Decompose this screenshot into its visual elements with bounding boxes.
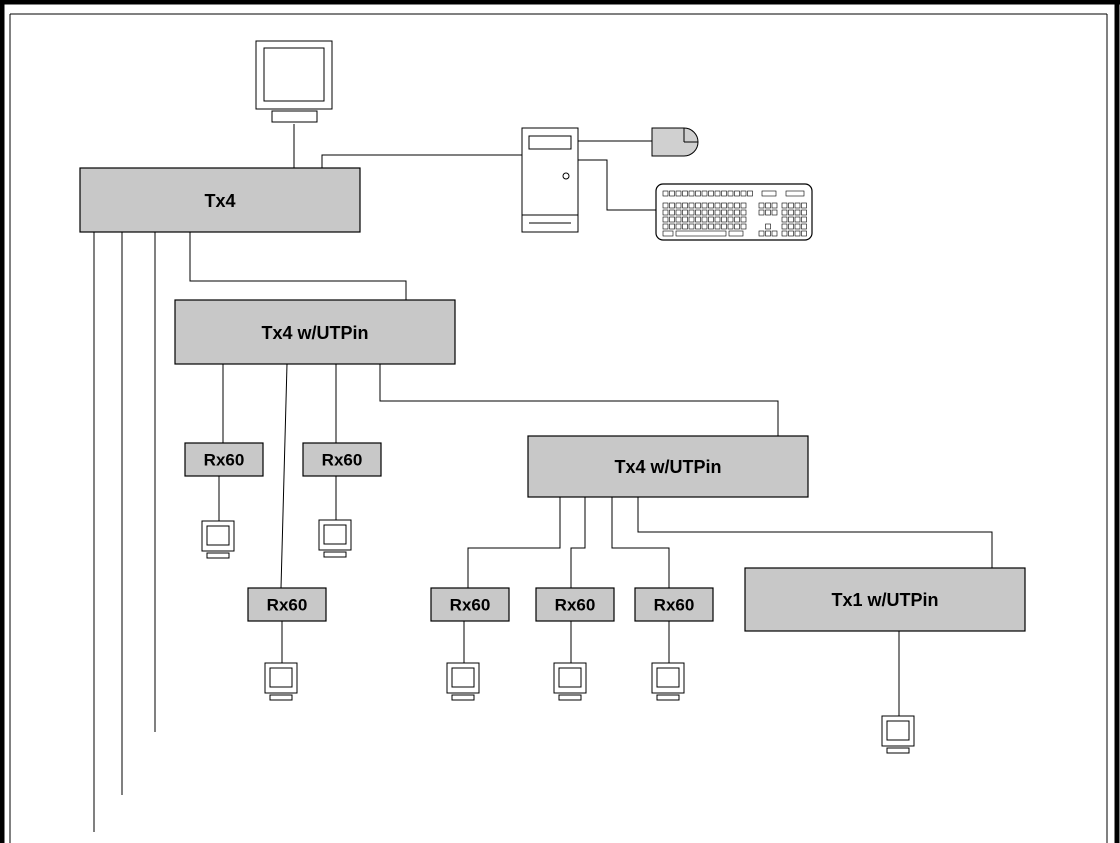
small-monitor-icon — [264, 662, 298, 701]
tx4-box: Tx4 — [79, 167, 361, 233]
tx4-utpin-label-b: Tx4 w/UTPin — [614, 457, 721, 477]
tx4-utpin-label-a: Tx4 w/UTPin — [261, 323, 368, 343]
rx60-label-e: Rx60 — [555, 596, 596, 615]
rx60-label-c: Rx60 — [267, 596, 308, 615]
small-monitor-icon — [318, 519, 352, 558]
rx60-label-f: Rx60 — [654, 596, 695, 615]
tx4-utpin-box-a: Tx4 w/UTPin — [174, 299, 456, 365]
tx4-label: Tx4 — [204, 191, 235, 211]
rx60-box-e: Rx60 — [535, 587, 615, 622]
rx60-box-a: Rx60 — [184, 442, 264, 477]
keyboard-icon — [655, 183, 813, 241]
small-monitor-icon — [201, 520, 235, 559]
small-monitor-icon — [553, 662, 587, 701]
tx1-utpin-box: Tx1 w/UTPin — [744, 567, 1026, 632]
rx60-box-b: Rx60 — [302, 442, 382, 477]
rx60-box-f: Rx60 — [634, 587, 714, 622]
computer-tower-icon — [521, 127, 579, 233]
rx60-label-d: Rx60 — [450, 596, 491, 615]
mouse-icon — [651, 127, 699, 157]
rx60-label-a: Rx60 — [204, 451, 245, 470]
tx1-utpin-label: Tx1 w/UTPin — [831, 590, 938, 610]
small-monitor-icon — [651, 662, 685, 701]
rx60-box-d: Rx60 — [430, 587, 510, 622]
small-monitor-icon — [881, 715, 915, 754]
small-monitor-icon — [446, 662, 480, 701]
rx60-label-b: Rx60 — [322, 451, 363, 470]
monitor-icon — [255, 40, 333, 123]
tx4-utpin-box-b: Tx4 w/UTPin — [527, 435, 809, 498]
connection-wires — [93, 124, 993, 832]
rx60-box-c: Rx60 — [247, 587, 327, 622]
